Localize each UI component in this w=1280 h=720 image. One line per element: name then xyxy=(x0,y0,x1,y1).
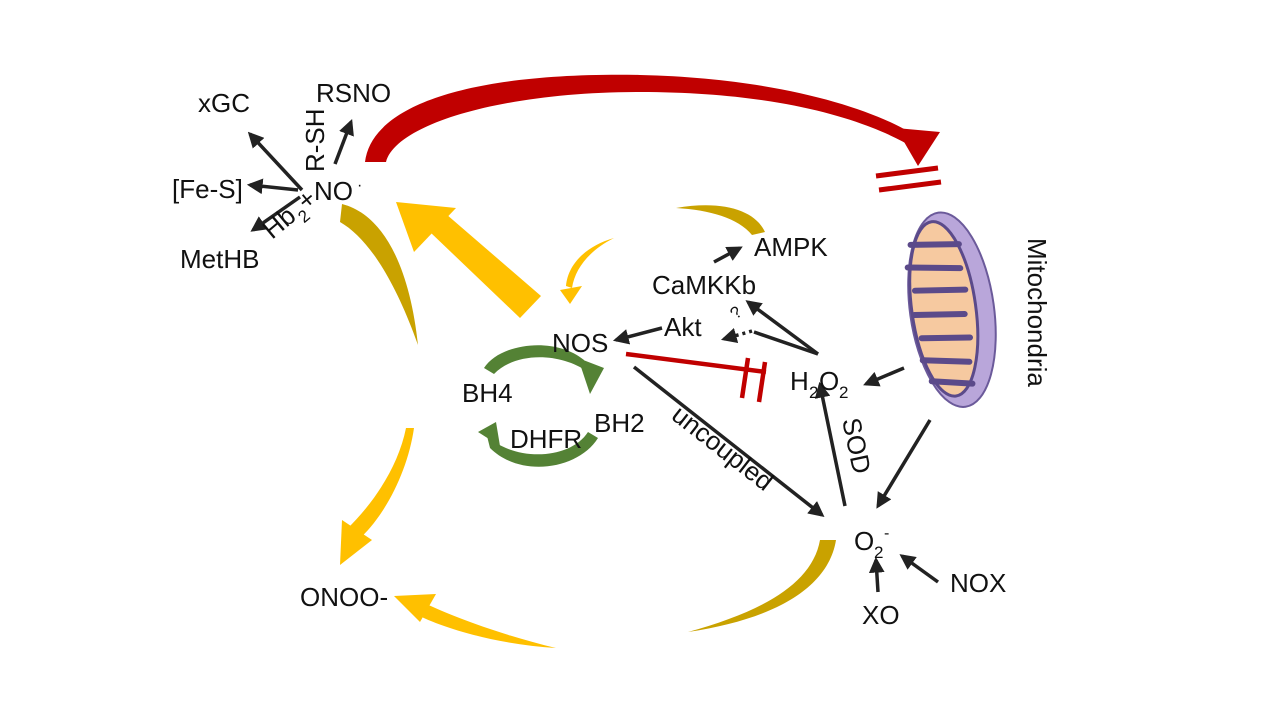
bh4-bh2-cycle xyxy=(478,345,604,467)
svg-text:2: 2 xyxy=(874,543,883,562)
arrow-nos-uncoupled-to-o2 xyxy=(632,365,825,517)
nos-inhibits-h2o2 xyxy=(625,351,768,403)
arrow-mito-to-o2 xyxy=(876,419,932,509)
line-h2o2-to-akt xyxy=(753,330,819,356)
label-sod: SOD xyxy=(836,415,877,476)
yellow-arrow-to-nos xyxy=(560,238,614,304)
svg-text:2: 2 xyxy=(839,383,848,402)
arrow-xo-to-o2 xyxy=(868,556,885,593)
label-fe-s: [Fe-S] xyxy=(172,174,243,204)
arrow-nox-to-o2 xyxy=(899,554,940,584)
label-nox: NOX xyxy=(950,568,1006,598)
label-question: ? xyxy=(726,302,745,323)
label-akt: Akt xyxy=(664,312,702,342)
label-xo: XO xyxy=(862,600,900,630)
arrow-to-ampk xyxy=(713,246,743,264)
no-to-onoo-gold-arc xyxy=(340,204,418,345)
label-bh4: BH4 xyxy=(462,378,513,408)
svg-text:H: H xyxy=(790,366,809,396)
label-nos: NOS xyxy=(552,328,608,358)
label-h2o2: H 2 O 2 xyxy=(790,366,848,402)
label-camkkb: CaMKKb xyxy=(652,270,756,300)
yellow-arrow-to-onoo xyxy=(340,428,414,565)
label-methb: MetHB xyxy=(180,244,259,274)
arrow-dotted-to-akt xyxy=(720,327,753,344)
arrow-akt-to-nos xyxy=(612,326,663,345)
arrow-no-to-fes xyxy=(246,178,299,195)
label-onoo: ONOO- xyxy=(300,582,388,612)
svg-text:O: O xyxy=(854,526,874,556)
label-mitochondria: Mitochondria xyxy=(1022,238,1052,387)
svg-text:-: - xyxy=(884,525,889,542)
nos-to-no-arrow xyxy=(396,202,541,318)
no-to-mitochondria-inhibition-arc xyxy=(365,74,942,193)
reaction-arrows xyxy=(246,119,940,593)
svg-text:2: 2 xyxy=(809,383,818,402)
arrow-o2-sod-to-h2o2 xyxy=(814,381,847,507)
ampk-gold-arc xyxy=(676,205,765,235)
label-no-radical: · xyxy=(357,177,362,194)
svg-text:O: O xyxy=(819,366,839,396)
label-no: NO xyxy=(314,176,353,206)
label-superoxide: O 2 - xyxy=(854,525,889,562)
arrow-h2o2-to-camkkb xyxy=(745,300,820,356)
label-dhfr: DHFR xyxy=(510,424,582,454)
arrow-no-to-methb xyxy=(250,195,302,232)
label-r-sh: R-SH xyxy=(300,108,330,172)
label-uncoupled: uncoupled xyxy=(666,399,779,497)
arrow-no-to-rsno xyxy=(333,119,354,165)
label-xgc: xGC xyxy=(198,88,250,118)
superoxide-to-onoo-arcs xyxy=(394,540,836,648)
label-rsno: RSNO xyxy=(316,78,391,108)
arrow-mito-to-h2o2 xyxy=(863,366,905,387)
mitochondrion-icon xyxy=(904,211,997,408)
label-bh2: BH2 xyxy=(594,408,645,438)
arrow-no-to-xgc xyxy=(247,131,304,192)
label-ampk: AMPK xyxy=(754,232,828,262)
svg-text:Hb: Hb xyxy=(257,200,302,244)
